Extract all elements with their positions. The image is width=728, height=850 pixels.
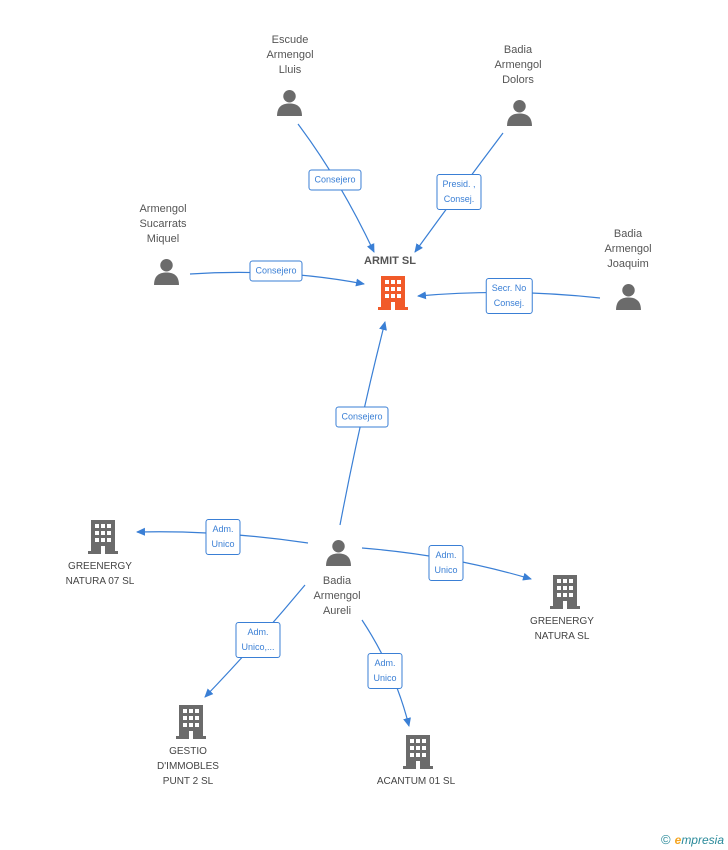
person-label[interactable]: Armengol Sucarrats Miquel [139,203,187,245]
person-icon[interactable] [326,540,351,566]
company-label[interactable]: GESTIO D'IMMOBLES PUNT 2 SL [157,746,219,787]
edge-label[interactable]: Adm. Unico [205,519,241,555]
person-label[interactable]: Badia Armengol Joaquim [604,228,652,270]
building-icon[interactable] [176,705,206,739]
person-label[interactable]: Escude Armengol Lluis [266,34,314,76]
edge-label[interactable]: Consejero [249,260,303,282]
person-icon[interactable] [154,259,179,285]
edge-label[interactable]: Adm. Unico [367,653,403,689]
edge-label[interactable]: Adm. Unico [428,545,464,581]
edge-label[interactable]: Adm. Unico,... [235,622,281,658]
edge-label[interactable]: Presid. , Consej. [436,174,482,210]
person-icon[interactable] [507,100,532,126]
edge-label[interactable]: Secr. No Consej. [485,278,533,314]
company-label[interactable]: GREENERGY NATURA SL [530,616,594,642]
company-label[interactable]: GREENERGY NATURA 07 SL [65,561,135,587]
person-icon[interactable] [616,284,641,310]
company-label[interactable]: ACANTUM 01 SL [376,776,456,787]
brand-logo: empresia [674,832,724,847]
edge-label[interactable]: Consejero [308,169,362,191]
building-icon[interactable] [88,520,118,554]
building-icon[interactable] [550,575,580,609]
person-label[interactable]: Badia Armengol Aureli [313,575,361,617]
person-label[interactable]: Badia Armengol Dolors [494,44,542,86]
brand-footer[interactable]: © empresia [661,832,724,847]
center-company-label[interactable]: ARMIT SL [364,255,416,267]
building-icon[interactable] [403,735,433,769]
copyright-icon: © [661,832,671,847]
edge-label[interactable]: Consejero [335,406,389,428]
building-icon[interactable] [378,276,408,310]
person-icon[interactable] [277,90,302,116]
